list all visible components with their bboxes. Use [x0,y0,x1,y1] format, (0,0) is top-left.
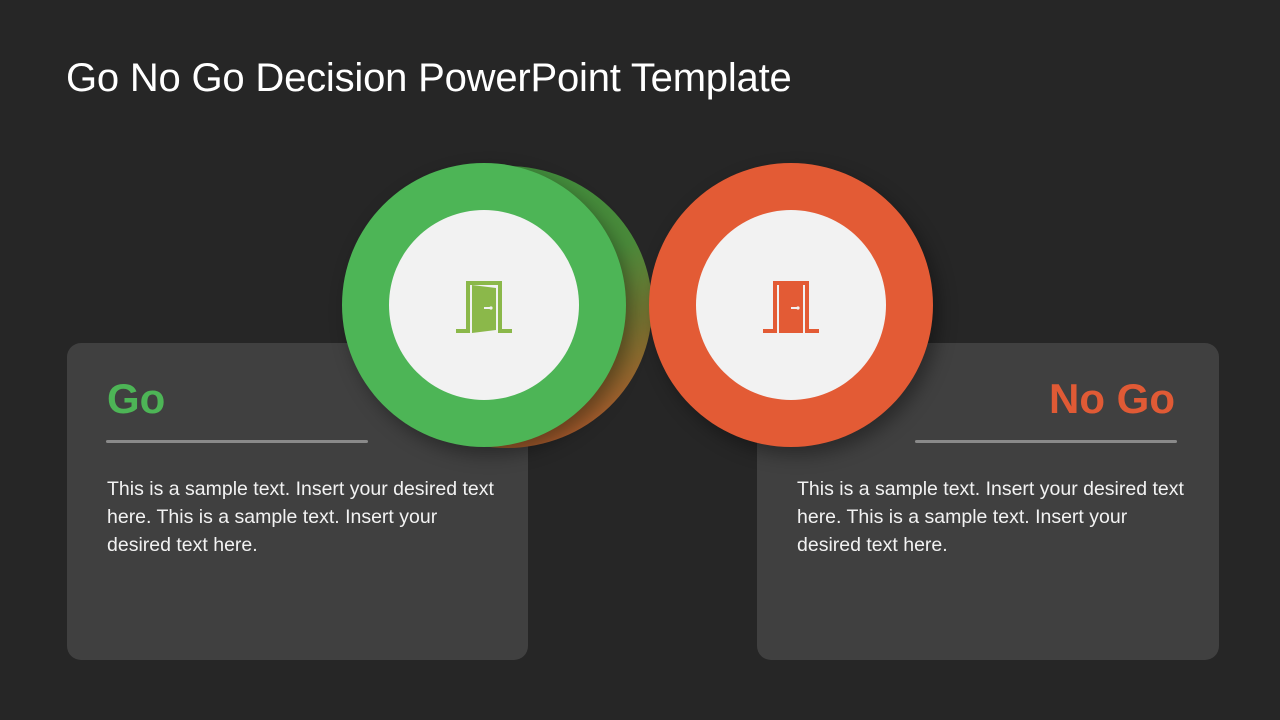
go-ring [342,163,626,447]
go-heading: Go [107,375,166,422]
nogo-inner-circle [696,210,886,400]
nogo-ring [649,163,933,447]
go-body-text: This is a sample text. Insert your desir… [107,478,494,556]
nogo-heading: No Go [1049,375,1175,422]
go-inner-circle [389,210,579,400]
closed-door-icon [763,281,819,333]
slide-title: Go No Go Decision PowerPoint Template [66,56,792,100]
go-divider [106,440,368,443]
open-door-icon [456,281,512,333]
nogo-body-text: This is a sample text. Insert your desir… [797,478,1184,556]
nogo-divider [915,440,1177,443]
